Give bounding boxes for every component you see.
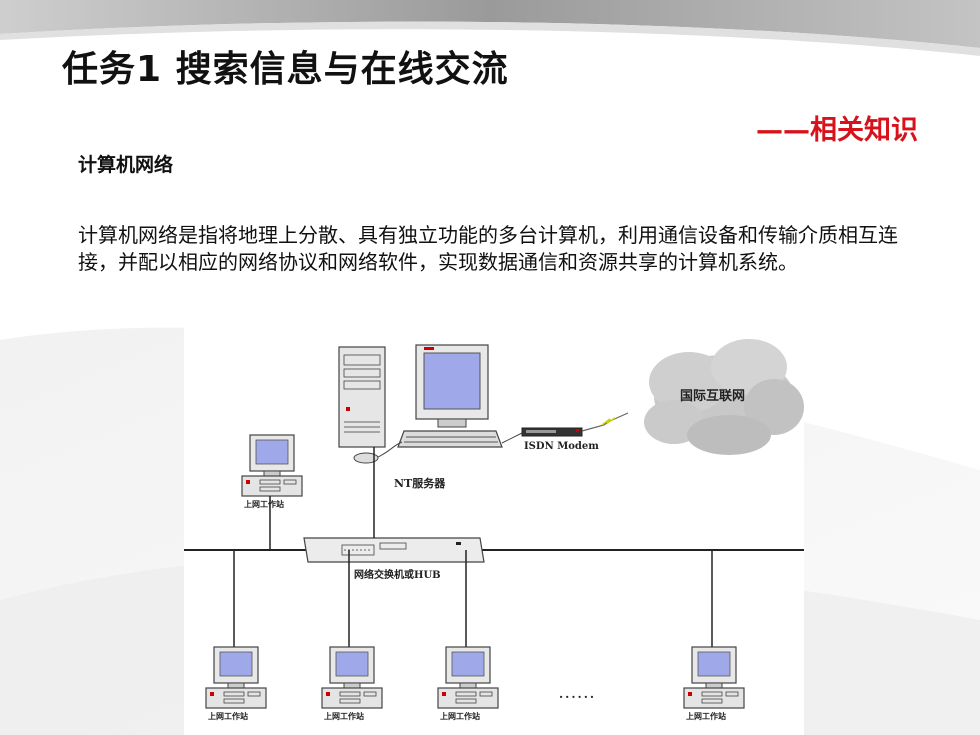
isdn-modem xyxy=(521,427,583,437)
workstation-bottom-1 xyxy=(205,646,267,709)
slide-title: 任务1 搜索信息与在线交流 xyxy=(62,49,509,90)
modem-label: ISDN Modem xyxy=(524,441,599,452)
definition-paragraph: 计算机网络是指将地理上分散、具有独立功能的多台计算机，利用通信设备和传输介质相互… xyxy=(78,223,898,274)
server-keyboard xyxy=(397,430,503,448)
network-diagram-svg xyxy=(184,339,804,709)
keyboard-to-modem-cable xyxy=(501,432,523,444)
workstation-bottom-4 xyxy=(683,646,745,709)
cloud-label: 国际互联网 xyxy=(680,389,746,404)
network-switch xyxy=(303,537,485,563)
more-workstations-ellipsis: ...... xyxy=(559,687,597,701)
workstation-label-4: 上网工作站 xyxy=(686,711,726,721)
server-monitor xyxy=(415,344,489,428)
workstation-label-1: 上网工作站 xyxy=(208,711,248,721)
internet-cloud-icon xyxy=(644,339,804,455)
workstation-label-top-left: 上网工作站 xyxy=(244,499,284,509)
server-mouse xyxy=(353,452,379,464)
mouse-cable xyxy=(377,441,403,458)
slide-subtitle: ——相关知识 xyxy=(756,115,918,146)
section-heading: 计算机网络 xyxy=(78,154,174,176)
lightning-icon xyxy=(601,417,616,426)
workstation-bottom-3 xyxy=(437,646,499,709)
workstation-label-2: 上网工作站 xyxy=(324,711,364,721)
workstation-label-3: 上网工作站 xyxy=(440,711,480,721)
server-tower xyxy=(338,346,386,448)
server-label: NT服务器 xyxy=(394,477,446,490)
network-diagram: 国际互联网 ISDN Modem NT服务器 网络交换机或HUB 上网工作站 上… xyxy=(184,327,804,735)
switch-label: 网络交换机或HUB xyxy=(354,570,441,581)
workstation-bottom-2 xyxy=(321,646,383,709)
workstation-top-left xyxy=(241,434,303,497)
